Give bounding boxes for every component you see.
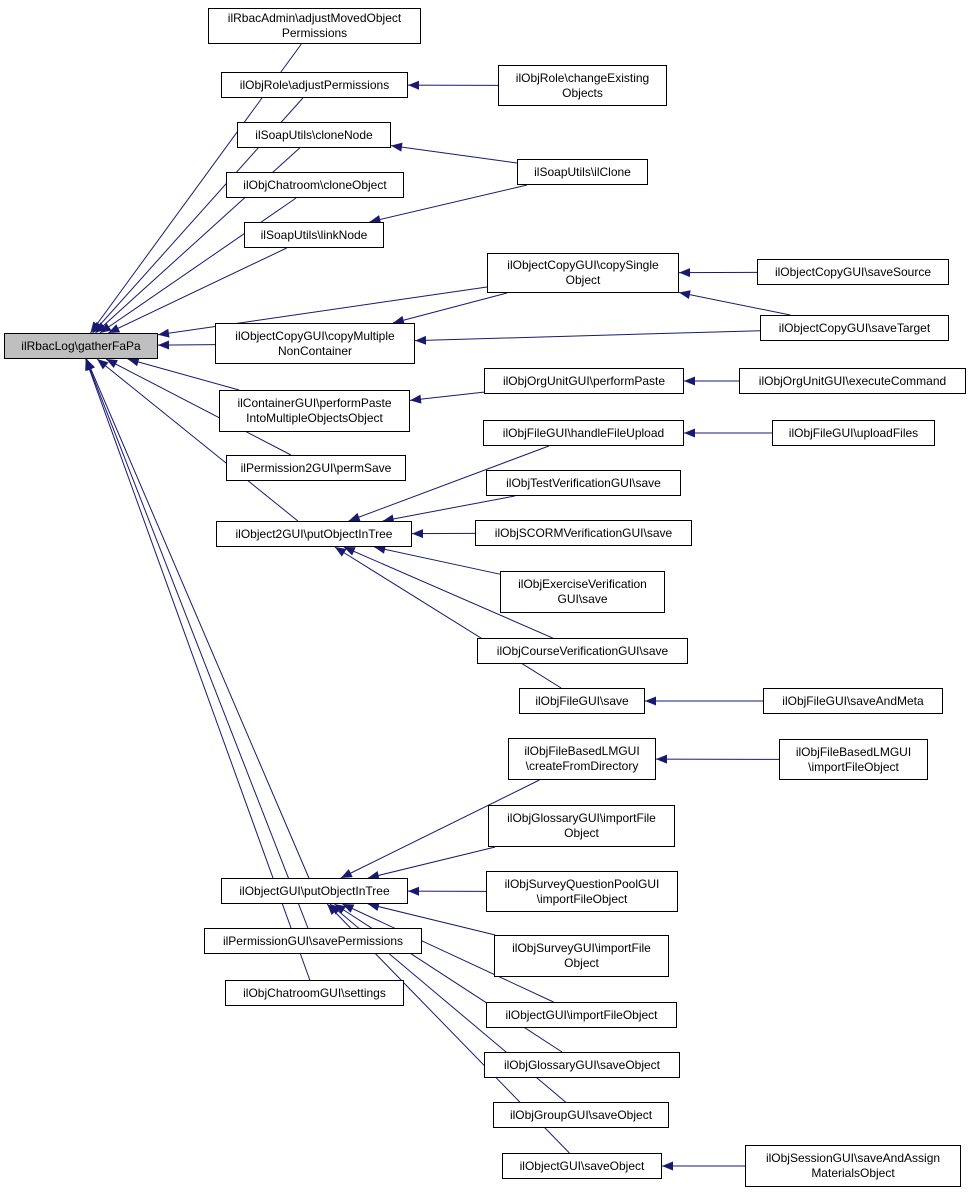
arrowhead-n_courseVerif-to-n_obj2Put [343,547,356,556]
node-perform-paste-into-multiple[interactable]: ilContainerGUI\performPaste IntoMultiple… [219,390,410,432]
arrowhead-n_fileSave-to-n_obj2Put [334,547,347,557]
arrowhead-n_perm2Save-to-root [106,359,118,369]
edge-n_fileSave-to-n_obj2Put [334,546,562,689]
node-orgunit-execute-command[interactable]: ilObjOrgUnitGUI\executeCommand [739,368,966,394]
arrowhead-n_changeExisting-to-n_adjPerm [408,80,420,90]
arrowhead-n_ilClone-to-n_cloneNode [391,142,403,152]
arrowhead-n_exVerif-to-n_obj2Put [374,544,386,554]
node-chatroom-settings[interactable]: ilObjChatroomGUI\settings [225,980,404,1006]
node-object-import-file-object[interactable]: ilObjectGUI\importFileObject [486,1002,677,1028]
node-glossary-save-object[interactable]: ilObjGlossaryGUI\saveObject [484,1052,680,1078]
arrowhead-n_lmImport-to-n_lmCreate [656,754,668,764]
edge-n_ilClone-to-n_linkNode [369,184,528,223]
edge-n_perm2Save-to-root [105,358,292,456]
node-exercise-verification-save[interactable]: ilObjExerciseVerification GUI\save [500,571,665,613]
arrowhead-n_chatSettings-to-root [85,359,94,371]
arrowhead-n_scormVerif-to-n_obj2Put [412,529,424,539]
arrowhead-n_copyMultiple-to-root [158,340,170,350]
node-upload-files[interactable]: ilObjFileGUI\uploadFiles [772,420,935,446]
edge-n_saveTarget-to-n_copySingle [678,291,791,316]
node-course-verification-save[interactable]: ilObjCourseVerificationGUI\save [477,638,688,664]
edge-n_chatSettings-to-root [85,358,311,981]
arrowhead-n_glossImport-to-n_objPut [367,871,380,880]
node-link-node[interactable]: ilSoapUtils\linkNode [244,222,384,248]
node-save-permissions[interactable]: ilPermissionGUI\savePermissions [204,928,422,954]
arrowhead-n_saveTarget-to-n_copyMultiple [415,335,427,345]
node-clone-node[interactable]: ilSoapUtils\cloneNode [237,122,391,148]
arrowhead-n_fileSaveMeta-to-n_fileSave [645,696,656,706]
edge-n_ilClone-to-n_cloneNode [390,145,518,164]
arrowhead-n_copySingle-to-n_copyMultiple [392,315,405,325]
node-survey-import-file-object[interactable]: ilObjSurveyGUI\importFile Object [494,935,669,977]
node-lm-import-file-object[interactable]: ilObjFileBasedLMGUI \importFileObject [779,739,928,780]
node-session-save-and-assign[interactable]: ilObjSessionGUI\saveAndAssign MaterialsO… [745,1145,961,1187]
node-test-verification-save[interactable]: ilObjTestVerificationGUI\save [486,470,681,496]
arrowhead-n_performPaste-to-root [127,357,140,367]
node-survey-question-pool-import[interactable]: ilObjSurveyQuestionPoolGUI \importFileOb… [486,871,678,912]
edge-n_chatClone-to-root [99,197,297,334]
node-object2-put-object-in-tree[interactable]: ilObject2GUI\putObjectInTree [216,521,412,547]
edge-n_obj2Put-to-root [96,358,299,522]
node-lm-create-from-directory[interactable]: ilObjFileBasedLMGUI \createFromDirectory [508,738,656,780]
arrowhead-n_chatClone-to-root [99,323,112,333]
arrowhead-n_ilClone-to-n_linkNode [369,215,382,224]
arrowhead-n_uploadFiles-to-n_handleUpload [684,428,695,438]
edge-n_courseVerif-to-n_obj2Put [343,546,553,639]
node-copy-multiple-non-container[interactable]: ilObjectCopyGUI\copyMultiple NonContaine… [215,323,415,364]
arrowhead-n_orgExecute-to-n_orgPerformPaste [684,376,695,386]
edge-n_linkNode-to-root [108,247,287,334]
node-scorm-verification-save[interactable]: ilObjSCORMVerificationGUI\save [475,520,692,546]
edge-n_objPut-to-root [86,358,310,879]
arrowhead-n_saveSource-to-n_copySingle [679,268,691,278]
node-copy-single-object[interactable]: ilObjectCopyGUI\copySingle Object [487,253,679,293]
edge-n_surveyImport-to-n_objPut [367,903,496,936]
node-file-save-and-meta[interactable]: ilObjFileGUI\saveAndMeta [763,688,943,714]
node-root: ilRbacLog\gatherFaPa [4,333,158,359]
edge-n_saveTarget-to-n_copyMultiple [414,330,761,342]
arrowhead-n_cloneNode-to-root [95,322,107,333]
edge-n_performPaste-to-root [127,358,240,391]
arrowhead-n_sqpImport-to-n_objPut [408,886,420,896]
arrowhead-n_sessSave-to-n_objSave [662,1161,673,1171]
node-handle-file-upload[interactable]: ilObjFileGUI\handleFileUpload [483,420,684,446]
edge-n_lmCreate-to-n_objPut [340,779,540,879]
node-adjust-permissions[interactable]: ilObjRole\adjustPermissions [221,72,408,98]
edge-n_handleUpload-to-n_obj2Put [348,445,549,522]
arrowhead-n_handleUpload-to-n_obj2Put [348,512,361,522]
node-group-save-object[interactable]: ilObjGroupGUI\saveObject [493,1102,669,1128]
node-file-save[interactable]: ilObjFileGUI\save [519,688,645,714]
arrowhead-n_orgPerformPaste-to-n_performPaste [410,394,422,404]
arrowhead-n_obj2Put-to-root [97,359,109,370]
node-object-put-object-in-tree[interactable]: ilObjectGUI\putObjectInTree [221,878,408,904]
arrowhead-n_copySingle-to-root [158,328,170,338]
node-orgunit-perform-paste[interactable]: ilObjOrgUnitGUI\performPaste [484,368,684,394]
edge-n_objImport-to-n_objPut [342,903,554,1003]
node-change-existing-objects[interactable]: ilObjRole\changeExisting Objects [498,65,667,106]
edge-n_permSave-to-root [85,358,309,929]
node-adjust-moved-object-permissions[interactable]: ilRbacAdmin\adjustMovedObject Permission… [208,8,421,44]
arrowhead-n_lmCreate-to-n_objPut [340,869,353,878]
arrowhead-n_adjPerm-to-root [92,321,104,333]
node-save-target[interactable]: ilObjectCopyGUI\saveTarget [760,315,949,341]
edge-n_copySingle-to-n_copyMultiple [392,292,508,324]
edge-n_orgPerformPaste-to-n_performPaste [409,391,485,401]
node-permission2-perm-save[interactable]: ilPermission2GUI\permSave [226,455,406,481]
node-save-source[interactable]: ilObjectCopyGUI\saveSource [757,259,949,285]
arrowhead-n_linkNode-to-root [108,324,121,333]
edge-n_exVerif-to-n_obj2Put [374,546,501,575]
node-glossary-import-file-object[interactable]: ilObjGlossaryGUI\importFile Object [488,805,675,847]
node-il-clone[interactable]: ilSoapUtils\ilClone [517,159,648,185]
arrowhead-n_saveTarget-to-n_copySingle [679,290,691,300]
edge-n_testVerif-to-n_obj2Put [382,495,515,522]
node-object-save-object[interactable]: ilObjectGUI\saveObject [502,1153,662,1179]
edge-n_copySingle-to-root [157,286,488,336]
arrowhead-n_objSave-to-n_objPut [327,904,339,916]
edge-n_glossImport-to-n_objPut [367,846,496,879]
arrowhead-n_surveyImport-to-n_objPut [367,902,380,911]
node-chatroom-clone-object[interactable]: ilObjChatroom\cloneObject [226,172,404,198]
edge-n_glossSave-to-n_objPut [334,903,563,1053]
